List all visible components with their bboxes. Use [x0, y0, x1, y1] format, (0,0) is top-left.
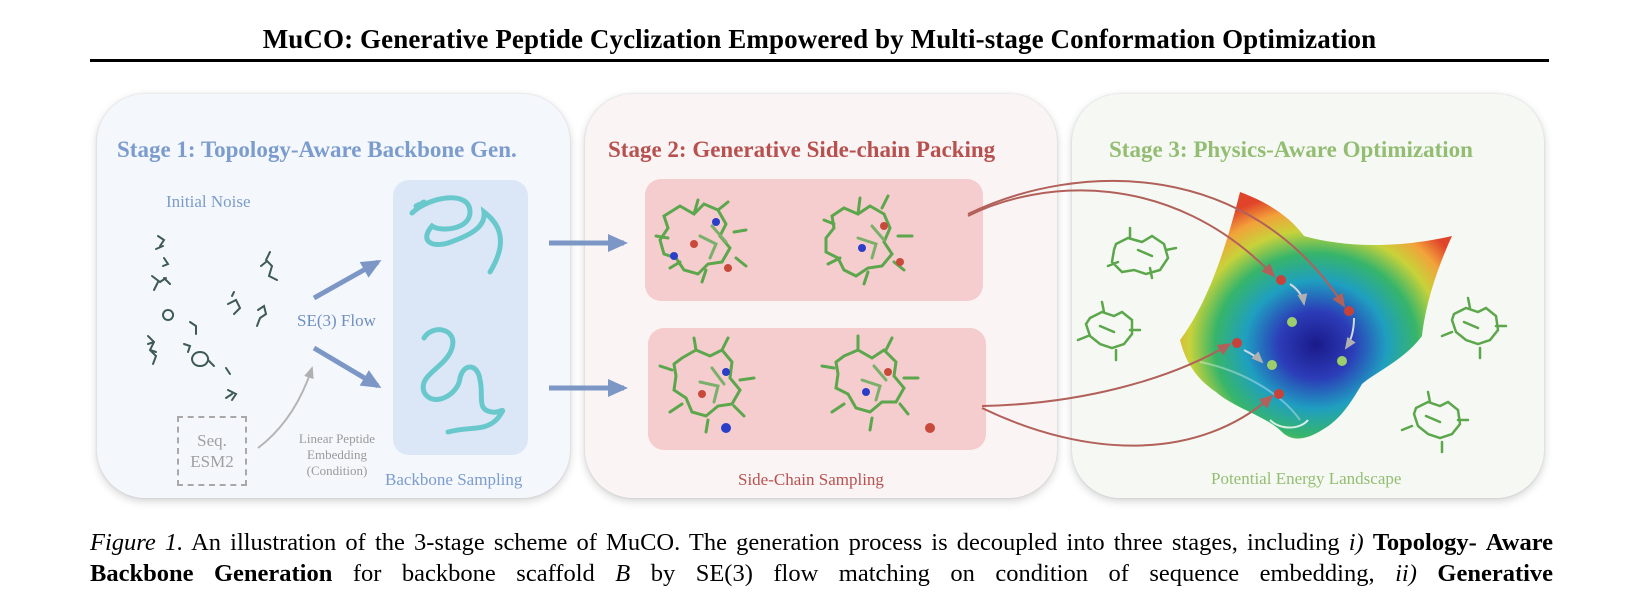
molecule-2: [822, 194, 914, 286]
caption-text-1: An illustration of the 3-stage scheme of…: [191, 529, 1340, 556]
caption-text-2: for backbone scaffold: [352, 560, 595, 587]
caption-bold-1b: Aware Backbone Generation: [90, 529, 1554, 587]
seq-box-line1: Seq.: [197, 431, 227, 450]
stage2-title: Stage 2: Generative Side-chain Packing: [608, 137, 996, 162]
energy-markers: [1232, 275, 1356, 399]
initial-noise-label: Initial Noise: [166, 192, 251, 211]
page-title: MuCO: Generative Peptide Cyclization Emp…: [262, 24, 1377, 54]
molecule-3: [658, 336, 756, 434]
embedding-label: Linear Peptide Embedding (Condition): [282, 431, 392, 479]
caption-roman-1: i): [1348, 529, 1364, 556]
caption-var-b: B: [615, 560, 631, 587]
se3-flow-label: SE(3) Flow: [297, 311, 376, 330]
caption-bold-2: Generative: [1437, 560, 1554, 587]
caption-text-3: by SE(3) flow matching on condition of s…: [650, 560, 1375, 587]
condition-arrow: [257, 366, 314, 449]
molecule-1: [654, 198, 748, 284]
seq-esm2-box: Seq. ESM2: [177, 416, 247, 486]
caption-roman-2: ii): [1395, 560, 1417, 587]
flow-arrow-up: [312, 259, 382, 301]
transfer-arrows: [967, 179, 1346, 447]
backbone-sampling-label: Backbone Sampling: [385, 470, 523, 489]
initial-noise-fragments: [147, 235, 278, 401]
embedding-line3: (Condition): [306, 463, 368, 478]
title-rule: [90, 59, 1549, 62]
embedding-line1: Linear Peptide: [298, 431, 376, 446]
sidechain-sampling-label: Side-Chain Sampling: [738, 470, 884, 489]
conformer-molecules: [1076, 226, 1508, 454]
stage3-title: Stage 3: Physics-Aware Optimization: [1109, 137, 1473, 162]
molecule-4: [820, 334, 935, 433]
caption-label: Figure 1.: [90, 529, 184, 556]
flow-arrow-down: [312, 345, 382, 389]
energy-landscape-label: Potential Energy Landscape: [1211, 469, 1402, 488]
embedding-line2: Embedding: [307, 447, 367, 462]
figure-caption: Figure 1. An illustration of the 3-stage…: [90, 527, 1553, 589]
backbone-tube-bottom: [420, 327, 506, 435]
energy-landscape-surface: [1180, 192, 1452, 439]
caption-bold-1a: Topology-: [1372, 529, 1477, 556]
seq-box-line2: ESM2: [190, 452, 234, 471]
stage1-title: Stage 1: Topology-Aware Backbone Gen.: [117, 137, 517, 162]
backbone-tube-top: [409, 195, 503, 275]
